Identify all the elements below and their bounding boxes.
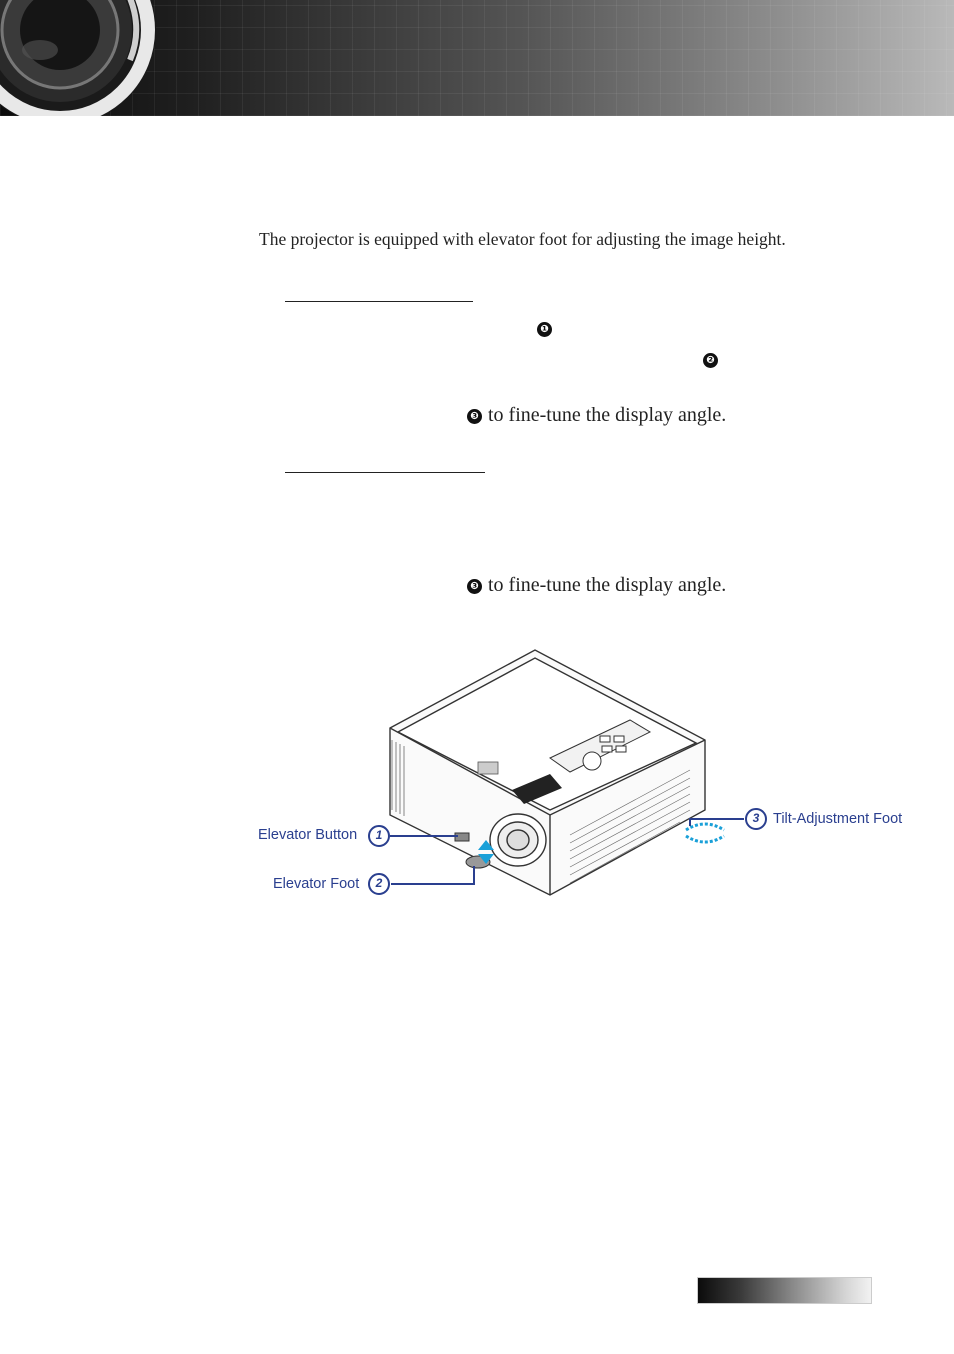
projector-lens-graphic [0,0,156,116]
callout-circles [368,808,767,895]
tilt-arrows [685,822,725,844]
callout-label-1: Elevator Button [258,827,358,843]
callout-label-3: Tilt-Adjustment Foot [773,811,903,827]
callout-number-1: 1 [375,828,383,842]
footer-gradient-bar [697,1277,872,1304]
top-vent [477,761,499,775]
projector-illustration [389,649,706,896]
side-grille [391,740,405,816]
front-grille [569,769,691,884]
marker-3-section2: ❸ [467,579,482,594]
callout-label-2: Elevator Foot [273,876,360,892]
intro-paragraph: The projector is equipped with elevator … [259,229,786,249]
section1-heading-rule [285,301,473,302]
header-banner [0,0,954,116]
section2-step-text: to fine-tune the display angle. [488,574,727,596]
zoom-ring [512,774,562,804]
callout-tilt-foot: Tilt-Adjustment Foot [773,811,902,827]
callout-number-2: 2 [375,876,383,890]
callout-lines [390,818,744,885]
front-lens [489,813,547,867]
elevator-arrows [478,840,494,864]
section2-step-line: ❸ to fine-tune the display angle. [467,574,726,597]
marker-3: ❸ [467,409,482,424]
control-panel [549,719,652,773]
callout-elevator-foot: Elevator Foot [273,876,359,892]
callout-elevator-button: Elevator Button [258,827,357,843]
section1-step-text: to fine-tune the display angle. [488,404,727,426]
marker-1: ❶ [537,322,552,337]
marker-2: ❷ [703,353,718,368]
section2-heading-rule [285,472,485,473]
section1-step-line: ❸ to fine-tune the display angle. [467,404,726,427]
callout-number-3: 3 [752,811,760,825]
projector-diagram [368,649,767,896]
